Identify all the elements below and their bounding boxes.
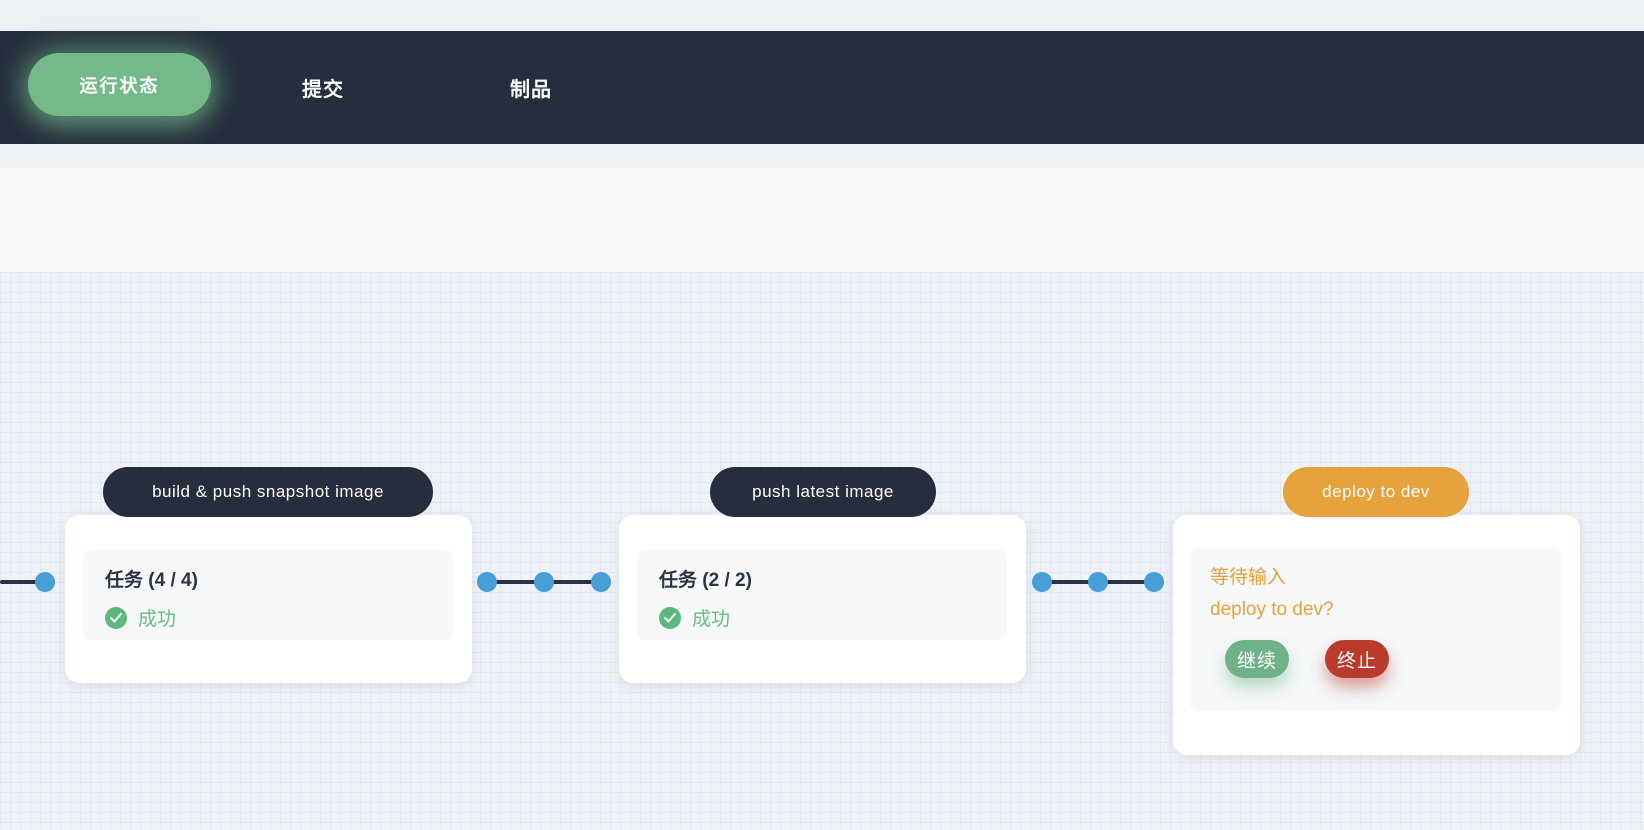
- tab-bar: 运行状态 提交 制品: [0, 31, 1644, 144]
- pipeline-canvas[interactable]: build & push snapshot image 任务 (4 / 4) 成…: [0, 272, 1644, 830]
- stage-card-push-latest: 任务 (2 / 2) 成功: [619, 515, 1026, 683]
- check-circle-icon: [105, 606, 127, 629]
- connector-edge-incoming: [0, 580, 46, 584]
- tab-commits[interactable]: 提交: [302, 79, 344, 101]
- status-label: 成功: [692, 609, 731, 630]
- top-margin-strip: [0, 0, 1644, 31]
- content-header-band: [0, 168, 1644, 272]
- node-dot: [1032, 572, 1052, 592]
- task-count-label: 任务 (2 / 2): [659, 570, 752, 591]
- waiting-input-label: 等待输入: [1210, 567, 1287, 588]
- abort-button[interactable]: 终止: [1325, 640, 1389, 678]
- prompt-actions: 继续 终止: [1225, 640, 1541, 678]
- divider-strip: [0, 144, 1644, 168]
- stage-card-deploy-to-dev: 等待输入 deploy to dev? 继续 终止: [1173, 515, 1580, 755]
- node-dot: [477, 572, 497, 592]
- stage-task-summary[interactable]: 任务 (4 / 4) 成功: [83, 550, 453, 640]
- node-dot: [1144, 572, 1164, 592]
- check-circle-icon: [659, 606, 681, 629]
- tab-artifacts[interactable]: 制品: [510, 79, 552, 101]
- node-dot: [35, 572, 55, 592]
- node-dot: [534, 572, 554, 592]
- stage-card-build-push-snapshot: 任务 (4 / 4) 成功: [65, 515, 472, 683]
- approval-prompt-panel: 等待输入 deploy to dev? 继续 终止: [1190, 548, 1561, 711]
- status-row: 成功: [105, 604, 431, 631]
- task-count-label: 任务 (4 / 4): [105, 570, 198, 591]
- stage-task-summary[interactable]: 任务 (2 / 2) 成功: [637, 550, 1007, 640]
- prompt-question: deploy to dev?: [1210, 599, 1334, 620]
- status-row: 成功: [659, 604, 985, 631]
- stage-pill-push-latest[interactable]: push latest image: [710, 467, 936, 517]
- node-dot: [591, 572, 611, 592]
- status-label: 成功: [138, 609, 177, 630]
- node-dot: [1088, 572, 1108, 592]
- stage-pill-deploy-to-dev[interactable]: deploy to dev: [1283, 467, 1469, 517]
- tab-run-status[interactable]: 运行状态: [28, 53, 211, 116]
- stage-pill-build-push-snapshot[interactable]: build & push snapshot image: [103, 467, 433, 517]
- continue-button[interactable]: 继续: [1225, 640, 1289, 678]
